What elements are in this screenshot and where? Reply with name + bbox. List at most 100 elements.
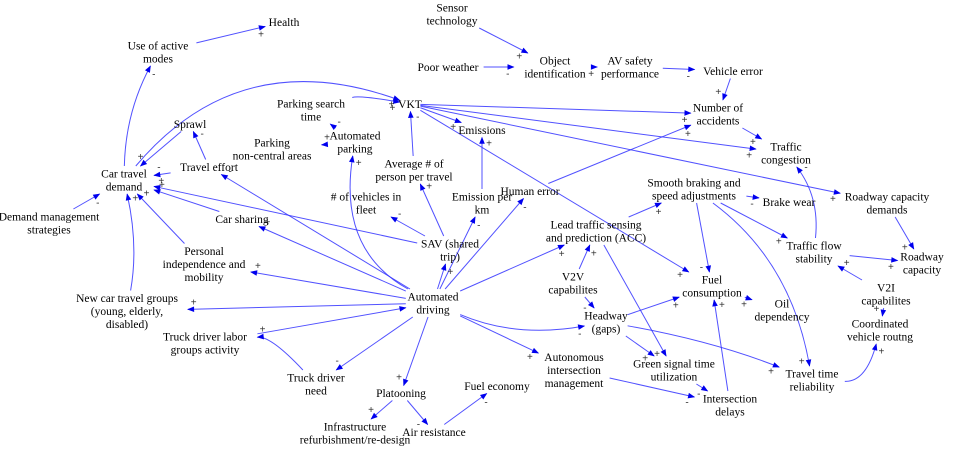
edge-traffic-flow-to-traffic-congestion [796,166,817,239]
node-label-line: Demand management [0,212,100,224]
node-vkt: VKT [398,99,422,111]
edge-smooth-braking-to-traffic-flow [720,202,788,239]
edge-air-resistance-to-fuel-economy [443,393,488,425]
node-label-line: AV safety [607,56,653,68]
node-label-line: non-central areas [233,151,312,163]
node-label-line: Health [269,17,300,29]
node-label-line: and prediction (ACC) [546,233,646,245]
edge-smooth-braking-to-brake-wear [746,194,760,200]
node-label-line: need [305,386,327,398]
positive-polarity-sign: + [527,352,533,363]
edge-vkt-to-fuel-consumption [420,109,690,273]
edge-av-safety-to-vehicle-error [662,66,696,73]
edge-automated-driving-to-autonomous-intersection [459,315,540,354]
node-travel-effort: Travel effort [180,162,239,174]
positive-polarity-sign: + [799,356,805,367]
edge-smooth-braking-to-travel-time-rel [712,202,812,367]
node-label-line: demand [106,182,143,194]
node-label-line: Emission per [452,192,513,204]
node-label-line: groups activity [171,345,240,357]
node-label-line: Travel time [786,369,839,381]
positive-polarity-sign: + [656,207,662,218]
node-label-line: # of vehicles in [331,192,402,204]
node-label-line: Sprawl [174,119,207,131]
node-brake-wear: Brake wear [763,197,816,209]
node-human-error: Human error [500,186,559,198]
edges-layer [73,25,915,426]
node-label-line: disabled) [106,319,148,331]
edge-sav-to-num-vehicles [390,216,426,237]
positive-polarity-sign: + [144,189,150,200]
node-label-line: Fuel [702,275,722,287]
edge-sprawl-to-car-travel-demand [139,131,182,167]
edge-v2v-to-headway [584,296,595,309]
positive-polarity-sign: + [258,30,264,41]
node-label-line: Intersection [703,394,758,406]
node-label-line: Headway [584,311,628,323]
node-label-line: refurbishment/re-design [300,435,411,447]
negative-polarity-sign: - [583,303,586,314]
edge-vkt-to-num-accidents [420,103,692,116]
negative-polarity-sign: - [417,419,420,430]
node-label-line: Poor weather [418,62,479,74]
edge-v2i-to-coordinated-routing [880,307,887,317]
edge-green-signal-to-intersection-delays [696,383,709,392]
node-label-line: capabilites [861,296,911,308]
edge-num-accidents-to-traffic-congestion [742,127,763,140]
node-label-line: accidents [697,116,740,128]
node-label-line: Truck driver labor [163,332,247,344]
edge-automated-driving-to-travel-effort [220,174,411,290]
node-label-line: intersection [547,365,601,377]
node-label-line: km [475,205,490,217]
edge-automated-driving-to-platooning [403,316,429,387]
node-label-line: Travel effort [180,162,239,174]
edge-platooning-to-infrastructure [370,400,393,420]
node-label-line: Car sharing [215,214,269,226]
edge-sav-to-car-travel-demand [153,185,418,244]
negative-polarity-sign: - [750,199,753,210]
node-label-line: trip) [440,252,460,264]
positive-polarity-sign: + [888,262,894,273]
edge-vkt-to-roadway-demands [420,105,841,195]
positive-polarity-sign: + [450,122,456,133]
edge-traffic-flow-to-roadway-capacity [849,255,899,263]
node-label-line: Parking [254,138,290,150]
node-label-line: Number of [693,103,743,115]
positive-polarity-sign: + [559,249,565,260]
edge-travel-effort-to-car-travel-demand [153,171,171,178]
node-label-line: Automated [329,131,380,143]
node-label-line: mobility [185,272,224,284]
node-label-line: V2V [562,272,585,284]
positive-polarity-sign: + [588,69,594,80]
edge-travel-effort-to-sprawl [192,130,207,160]
node-label-line: V2I [877,283,895,295]
edge-automated-driving-to-automated-parking [348,155,409,290]
positive-polarity-sign: + [390,103,396,114]
node-label-line: capacity [903,265,942,277]
node-label-line: Brake wear [763,197,816,209]
negative-polarity-sign: - [804,162,807,173]
edge-car-sharing-to-car-travel-demand [153,189,220,212]
negative-polarity-sign: - [687,71,690,82]
negative-polarity-sign: - [697,389,700,400]
node-label-line: strategies [27,225,71,237]
edge-avg-persons-to-vkt [408,110,414,157]
positive-polarity-sign: + [654,349,660,360]
polarity-layer: +-++-+-++-++---+-+++++++++-+--++++-+++++… [96,30,908,431]
positive-polarity-sign: + [486,139,492,150]
node-label-line: Oil [775,299,790,311]
node-label-line: parking [337,144,372,156]
positive-polarity-sign: + [132,193,138,204]
